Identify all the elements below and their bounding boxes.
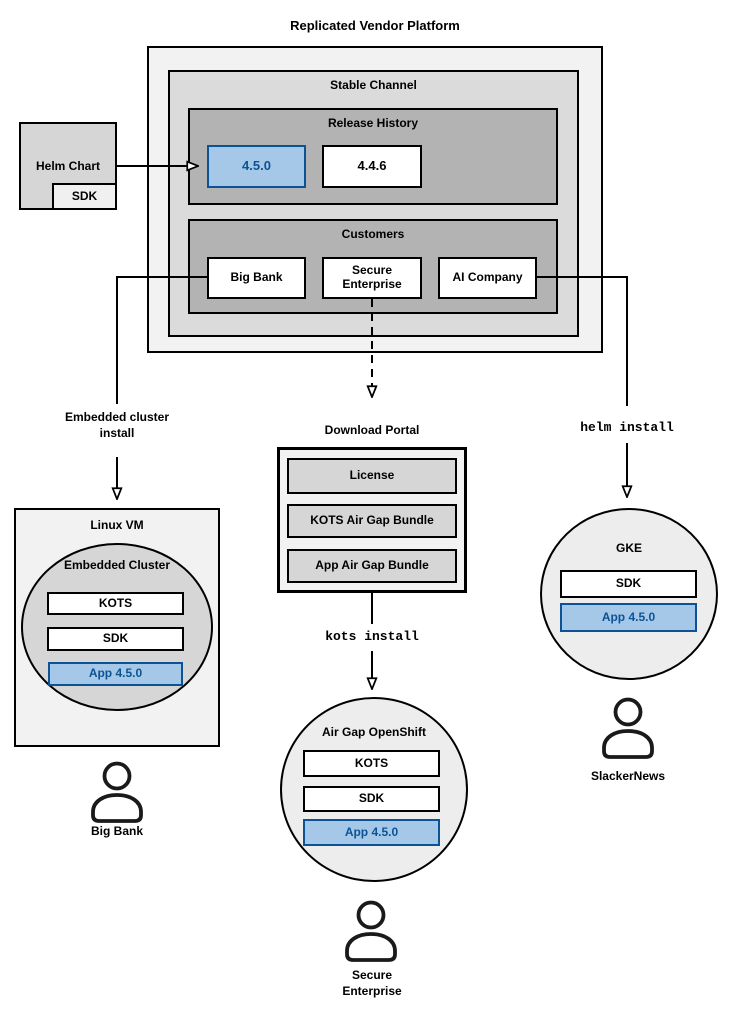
- customer-ai-company: AI Company: [438, 257, 537, 299]
- secure-enterprise-user-icon: [345, 900, 397, 962]
- download-portal-kots-bundle: KOTS Air Gap Bundle: [287, 504, 457, 538]
- slackernews-user-label: SlackerNews: [590, 769, 666, 783]
- kots-install-label: kots install: [325, 629, 419, 644]
- customers-title: Customers: [341, 227, 405, 241]
- stable-channel-title: Stable Channel: [330, 78, 417, 92]
- secure-enterprise-user-label: Secure Enterprise: [342, 968, 402, 998]
- download-portal-app-bundle: App Air Gap Bundle: [287, 549, 457, 583]
- customer-secure-enterprise: Secure Enterprise: [322, 257, 422, 299]
- platform-title: Replicated Vendor Platform: [290, 18, 460, 33]
- embedded-cluster-sdk: SDK: [47, 627, 184, 651]
- gke-title: GKE: [615, 541, 642, 555]
- release-history-title: Release History: [327, 116, 419, 130]
- embedded-cluster-app: App 4.5.0: [48, 662, 183, 686]
- embedded-cluster-title: Embedded Cluster: [63, 558, 171, 572]
- customer-big-bank: Big Bank: [207, 257, 306, 299]
- embedded-cluster-install-label: Embedded cluster install: [64, 410, 170, 440]
- release-version-4-4-6: 4.4.6: [322, 145, 422, 188]
- helm-chart-sdk-box: SDK: [52, 183, 117, 210]
- gke-app: App 4.5.0: [560, 603, 697, 632]
- release-version-4-5-0: 4.5.0: [207, 145, 306, 188]
- linux-vm-title: Linux VM: [90, 518, 144, 532]
- big-bank-user-label: Big Bank: [90, 824, 143, 838]
- helm-install-label: helm install: [580, 420, 674, 435]
- openshift-sdk: SDK: [303, 786, 440, 812]
- openshift-app: App 4.5.0: [303, 819, 440, 846]
- openshift-kots: KOTS: [303, 750, 440, 777]
- download-portal-license: License: [287, 458, 457, 494]
- slackernews-user-icon: [602, 697, 654, 759]
- air-gap-openshift-title: Air Gap OpenShift: [321, 725, 426, 739]
- helm-chart-label: Helm Chart: [35, 159, 100, 173]
- download-portal-title: Download Portal: [324, 423, 420, 437]
- gke-sdk: SDK: [560, 570, 697, 598]
- big-bank-user-icon: [91, 761, 143, 823]
- embedded-cluster-kots: KOTS: [47, 592, 184, 615]
